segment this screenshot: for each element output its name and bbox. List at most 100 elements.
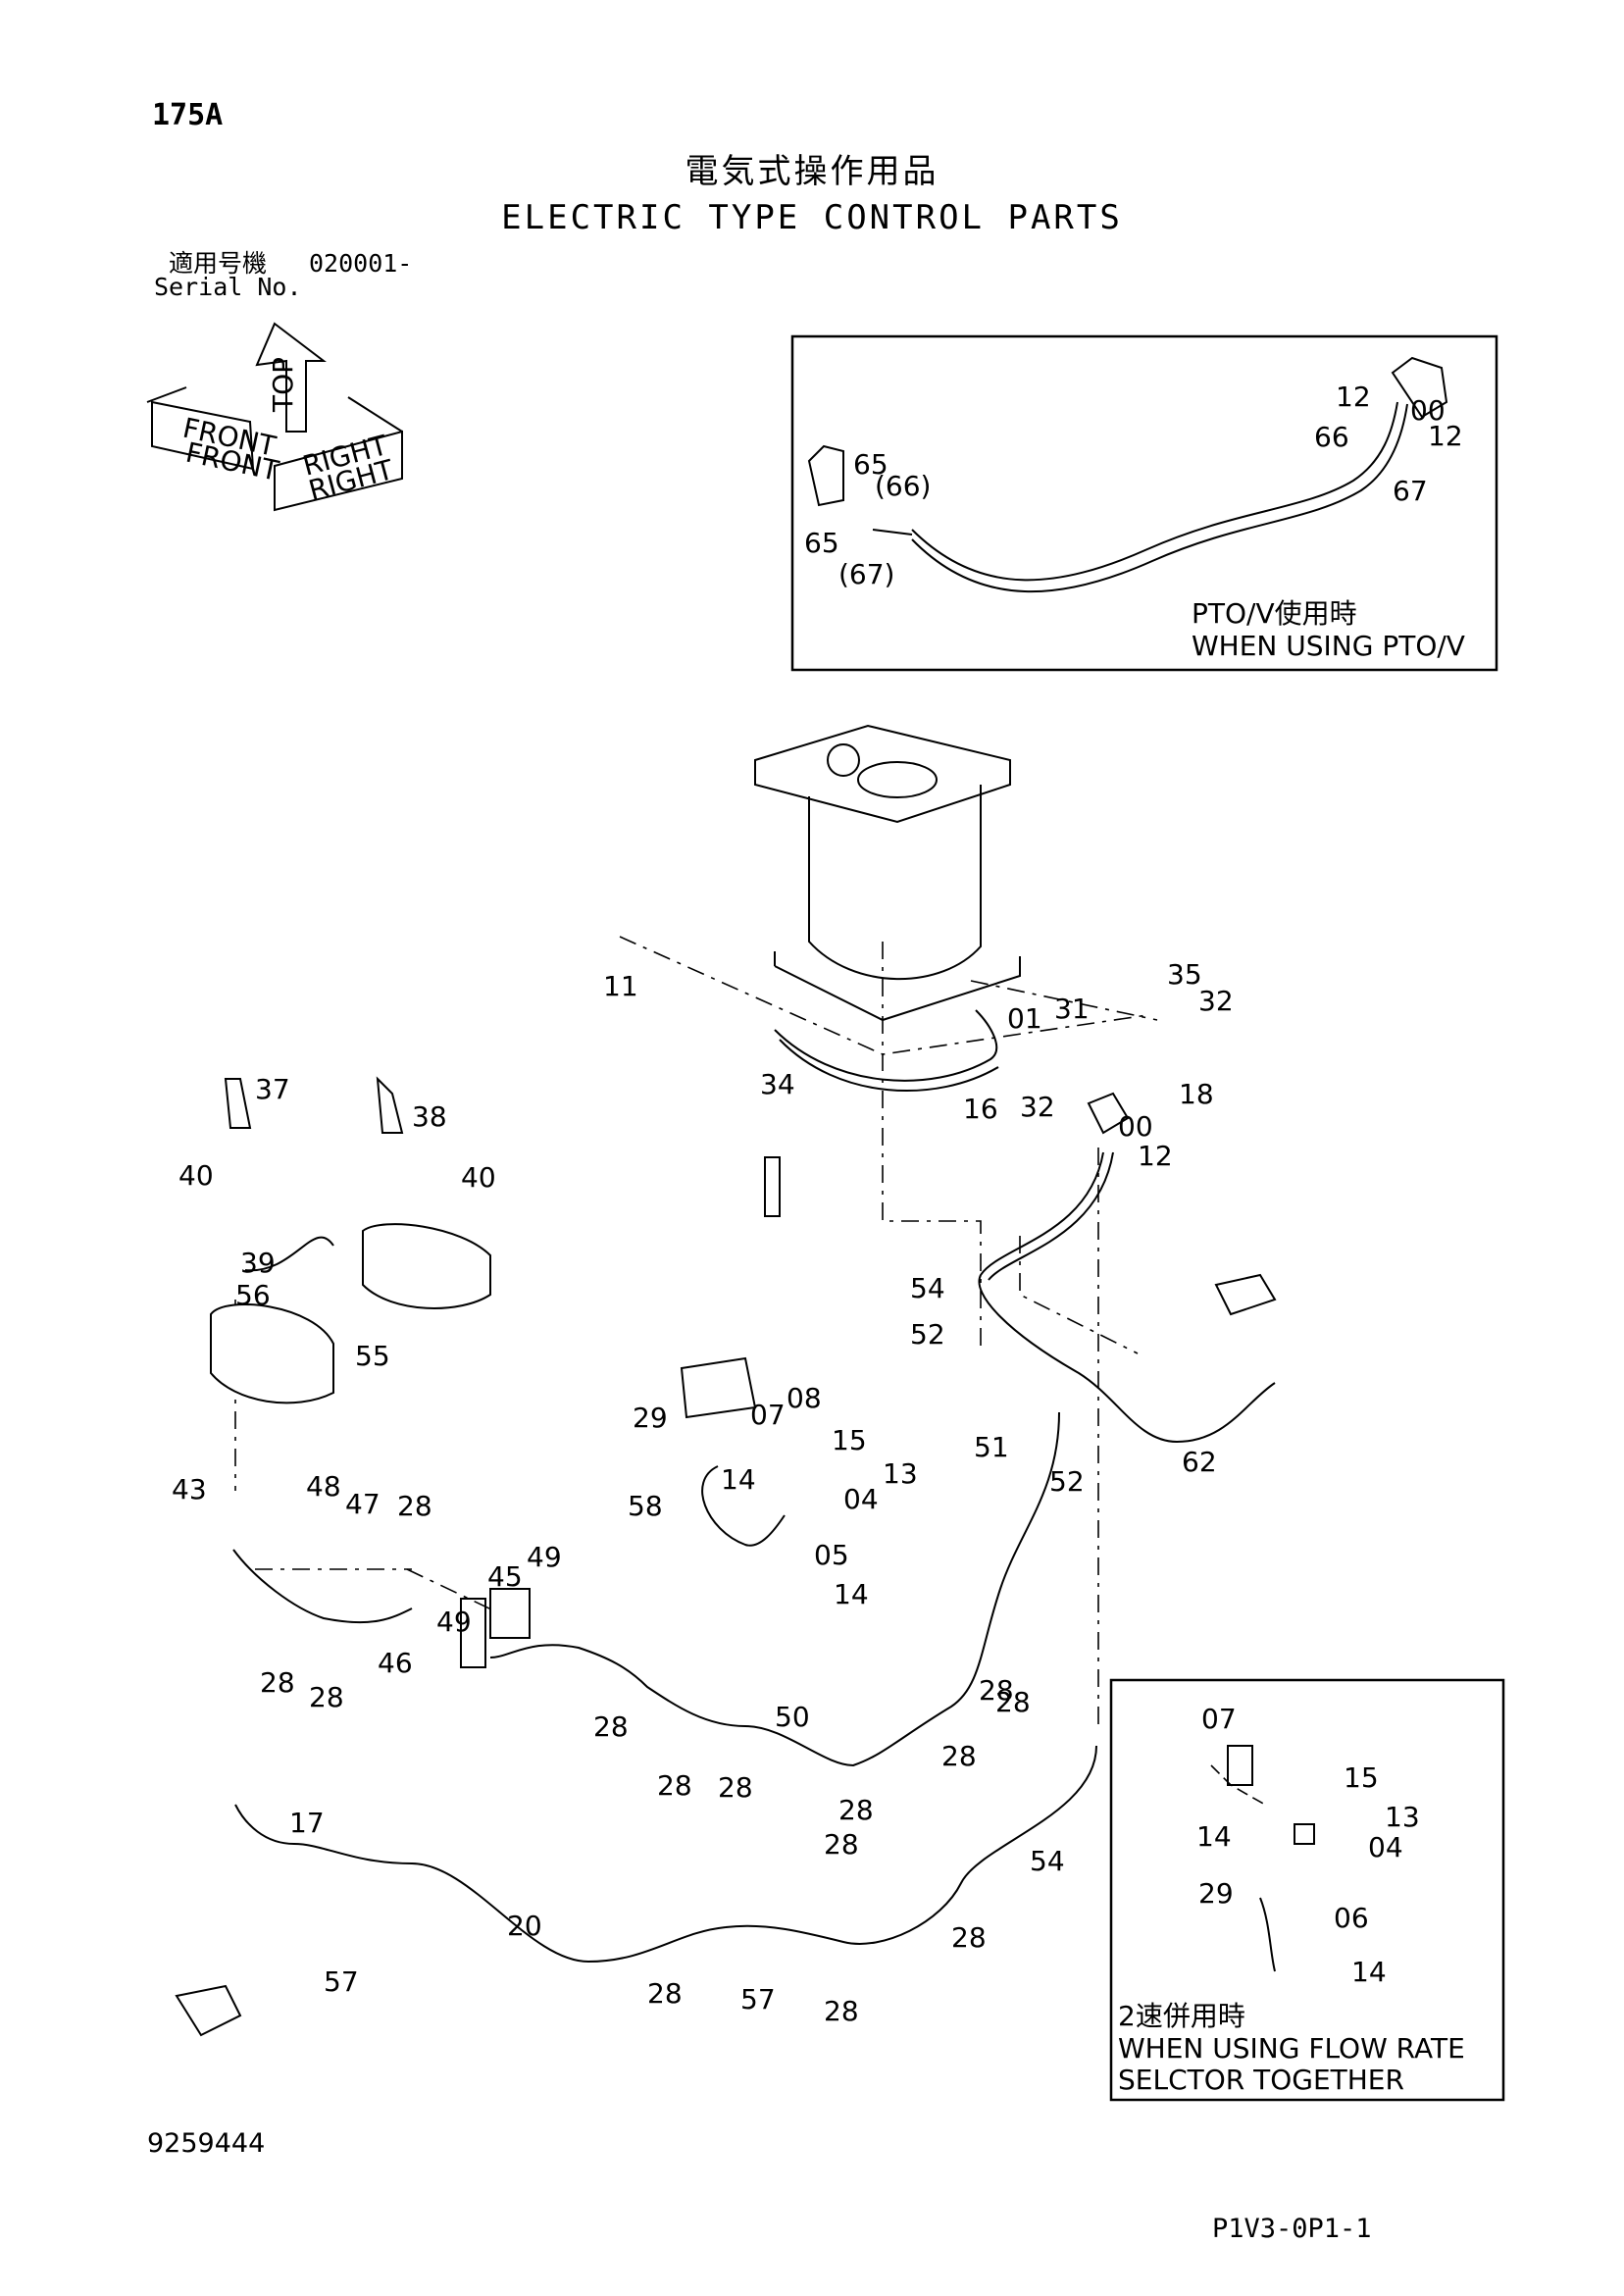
- part-label: 28: [824, 1828, 859, 1861]
- serial-value: 020001-: [309, 249, 413, 278]
- part-label: 45: [487, 1560, 523, 1593]
- part-label: 35: [1167, 958, 1202, 991]
- part-label: 37: [255, 1073, 290, 1105]
- part-label: 04: [843, 1483, 879, 1515]
- part-label: 54: [1030, 1845, 1065, 1877]
- part-label: 28: [824, 1995, 859, 2027]
- part-label: 28: [593, 1710, 629, 1743]
- flow-label-14b: 14: [1351, 1956, 1387, 1988]
- part-label: 01: [1007, 1002, 1042, 1035]
- title-english: ELECTRIC TYPE CONTROL PARTS: [501, 198, 1123, 237]
- flow-caption-jp: 2速併用時: [1118, 2000, 1245, 2032]
- part-label: 39: [240, 1247, 276, 1279]
- page-number: 175A: [152, 98, 224, 132]
- pto-label-12b: 12: [1428, 420, 1463, 452]
- pto-caption-jp: PTO/V使用時: [1192, 597, 1357, 630]
- part-label: 55: [355, 1340, 390, 1372]
- guide-lines: [234, 936, 1158, 1726]
- part-label: 28: [647, 1977, 683, 2010]
- part-label: 11: [603, 970, 638, 1002]
- part-label: 58: [628, 1490, 663, 1522]
- serial-label-japanese: 適用号機: [169, 249, 268, 278]
- pto-label-67: 67: [1393, 475, 1428, 507]
- part-label: 28: [260, 1666, 295, 1699]
- part-label: 05: [814, 1539, 849, 1571]
- part-label: 28: [397, 1490, 432, 1522]
- part-label: 28: [979, 1674, 1014, 1707]
- part-label: 43: [172, 1473, 207, 1505]
- part-label: 28: [838, 1794, 874, 1826]
- part-label: 40: [461, 1161, 496, 1194]
- part-label: 48: [306, 1470, 341, 1503]
- part-label: 13: [883, 1457, 918, 1490]
- orientation-symbol: FRONT FRONT RIGHT RIGHT TOP: [146, 322, 403, 512]
- flow-label-14a: 14: [1196, 1820, 1232, 1853]
- serial-label-english: Serial No.: [154, 273, 302, 301]
- top-label: TOP: [267, 357, 299, 413]
- part-label: 28: [951, 1921, 987, 1954]
- pto-label-12a: 12: [1336, 381, 1371, 413]
- part-label: 00: [1118, 1110, 1153, 1143]
- part-label: 28: [995, 1686, 1031, 1718]
- part-label: 49: [527, 1541, 562, 1573]
- part-label: 49: [436, 1606, 472, 1638]
- part-label: 28: [657, 1769, 692, 1802]
- part-label: 52: [910, 1318, 945, 1351]
- part-label: 15: [832, 1424, 867, 1456]
- part-label: 62: [1182, 1446, 1217, 1478]
- part-label: 07: [750, 1399, 786, 1431]
- part-label: 28: [941, 1740, 977, 1772]
- part-label: 08: [787, 1382, 822, 1414]
- title-japanese: 電気式操作用品: [685, 152, 939, 191]
- part-label: 57: [740, 1983, 776, 2015]
- tank-assembly: [754, 724, 1021, 1022]
- part-label: 14: [834, 1578, 869, 1610]
- flow-caption-en-2: SELCTOR TOGETHER: [1118, 2064, 1404, 2096]
- flow-label-06: 06: [1334, 1902, 1369, 1934]
- pto-label-66: 66: [1314, 421, 1349, 453]
- part-label: 38: [412, 1100, 447, 1133]
- flow-label-13: 13: [1385, 1801, 1420, 1833]
- pto-caption-en: WHEN USING PTO/V: [1192, 630, 1465, 662]
- part-label: 56: [235, 1279, 271, 1311]
- inset-flow-box: 07 15 13 14 04 29 06 14 2速併用時 WHEN USING…: [1109, 1678, 1505, 2102]
- flow-label-29: 29: [1198, 1877, 1234, 1910]
- part-label: 17: [289, 1807, 325, 1839]
- part-label: 54: [910, 1272, 945, 1304]
- flow-label-07: 07: [1201, 1703, 1237, 1735]
- part-label: 28: [309, 1681, 344, 1713]
- part-label: 51: [974, 1431, 1009, 1463]
- part-label: 52: [1049, 1465, 1085, 1498]
- inset-pto-box: 12 00 66 12 67 65 (66) 65 (67) PTO/V使用時 …: [790, 334, 1498, 672]
- document-number: 9259444: [147, 2128, 266, 2159]
- pto-label-65a: 65: [853, 448, 888, 481]
- part-label: 31: [1054, 993, 1090, 1025]
- control-levers: [175, 1076, 1277, 2037]
- part-label: 34: [760, 1068, 795, 1100]
- part-label: 16: [963, 1093, 998, 1125]
- part-label: 40: [178, 1159, 214, 1192]
- page-code: P1V3-0P1-1: [1212, 2214, 1372, 2244]
- part-label: 29: [633, 1402, 668, 1434]
- part-label: 57: [324, 1965, 359, 1998]
- part-label: 14: [721, 1463, 756, 1496]
- flow-caption-en-1: WHEN USING FLOW RATE: [1118, 2032, 1465, 2065]
- part-label: 46: [378, 1647, 413, 1679]
- part-label: 12: [1138, 1140, 1173, 1172]
- part-label: 32: [1198, 985, 1234, 1017]
- pto-label-66p: (66): [875, 470, 931, 502]
- flow-label-04: 04: [1368, 1831, 1403, 1863]
- pto-label-67p: (67): [838, 558, 894, 590]
- part-label: 32: [1020, 1091, 1055, 1123]
- part-label: 50: [775, 1701, 810, 1733]
- part-label: 18: [1179, 1078, 1214, 1110]
- pto-label-00: 00: [1410, 394, 1446, 427]
- flow-label-15: 15: [1344, 1761, 1379, 1794]
- pto-label-65b: 65: [804, 527, 839, 559]
- harness-lines: [232, 1009, 1276, 1964]
- part-label: 47: [345, 1488, 381, 1520]
- part-label: 28: [718, 1771, 753, 1804]
- part-label: 20: [507, 1910, 542, 1942]
